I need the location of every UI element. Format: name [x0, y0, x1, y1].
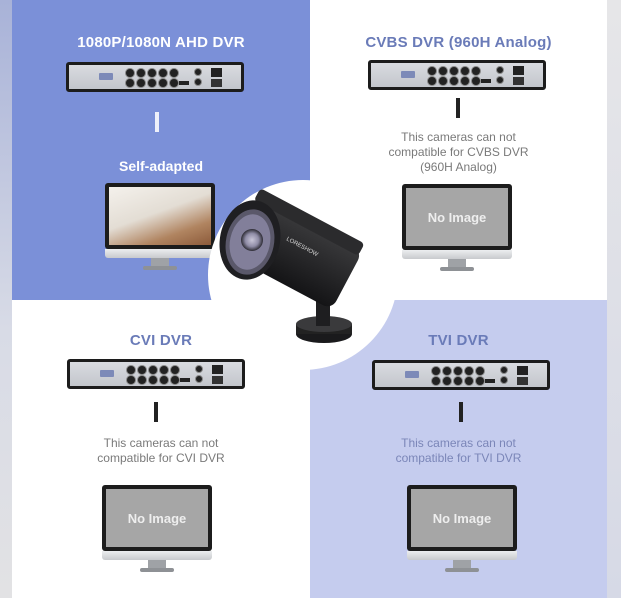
incompatibility-message: This cameras can not compatible for CVI … — [12, 436, 310, 466]
message-line: This cameras can not — [401, 130, 516, 144]
message-line: (960H Analog) — [420, 160, 497, 174]
panel-title: 1080P/1080N AHD DVR — [77, 34, 245, 51]
panel-title: TVI DVR — [428, 332, 489, 349]
message-line: This cameras can not — [401, 436, 516, 450]
dvr-recorder-icon — [372, 360, 550, 390]
status-label: Self-adapted — [118, 158, 203, 174]
message-line: compatible for CVI DVR — [97, 451, 225, 465]
dvr-recorder-icon — [368, 60, 546, 90]
dvr-recorder-icon — [67, 359, 245, 389]
right-border-strip — [607, 0, 621, 598]
monitor-icon: No Image — [407, 485, 517, 575]
no-image-screen: No Image — [106, 489, 208, 547]
no-image-screen: No Image — [411, 489, 513, 547]
panel-title: CVI DVR — [129, 332, 193, 349]
dvr-recorder-icon — [66, 62, 244, 92]
left-border-strip — [0, 0, 12, 598]
down-arrow-icon — [154, 402, 158, 422]
bullet-camera-icon: LORESHOW — [219, 189, 364, 343]
down-arrow-icon — [155, 112, 159, 132]
incompatibility-message: This cameras can not compatible for TVI … — [310, 436, 607, 466]
panel-ahd-dvr: 1080P/1080N AHD DVR Self-adapted — [12, 0, 310, 300]
panel-title: CVBS DVR (960H Analog) — [365, 34, 552, 51]
down-arrow-icon — [456, 98, 460, 118]
monitor-icon: No Image — [402, 184, 512, 274]
monitor-icon — [105, 183, 215, 273]
incompatibility-message: This cameras can not compatible for CVBS… — [310, 130, 607, 175]
camera-live-view-image — [109, 187, 211, 245]
message-line: compatible for CVBS DVR — [388, 145, 529, 159]
monitor-icon: No Image — [102, 485, 212, 575]
message-line: compatible for TVI DVR — [395, 451, 522, 465]
no-image-screen: No Image — [406, 188, 508, 246]
down-arrow-icon — [459, 402, 463, 422]
message-line: This cameras can not — [103, 436, 219, 450]
